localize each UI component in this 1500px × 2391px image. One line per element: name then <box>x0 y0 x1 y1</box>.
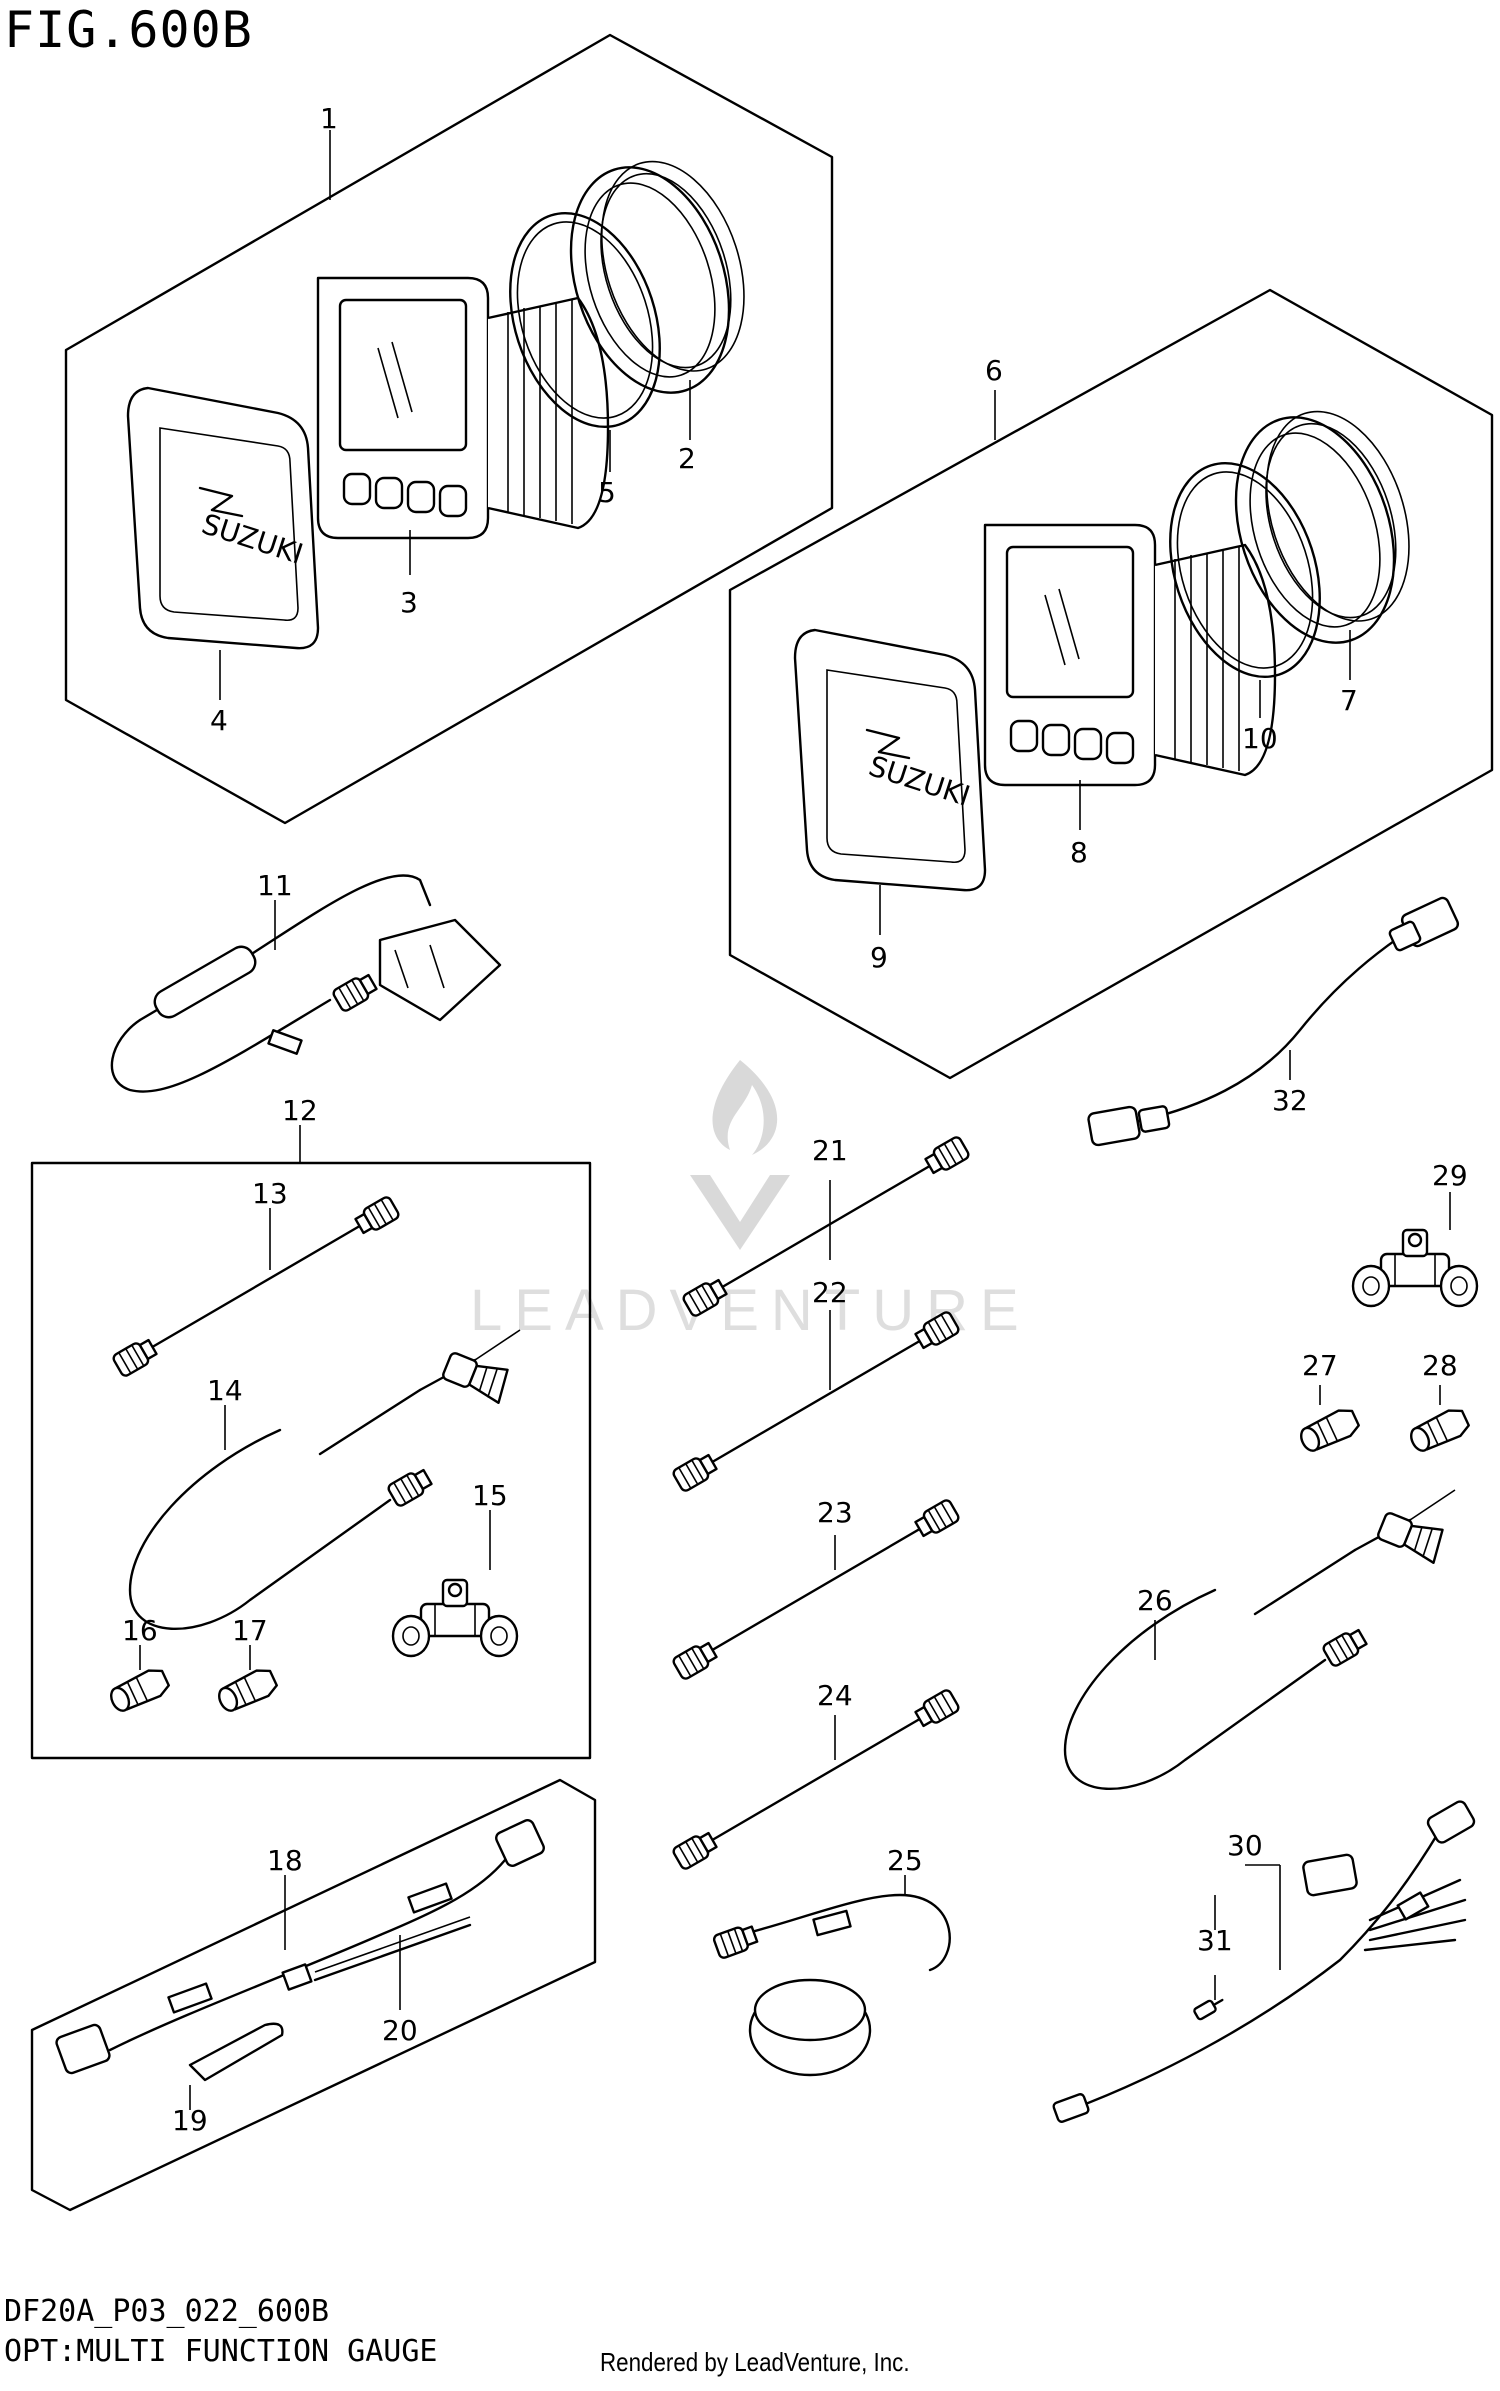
callout-8: 8 <box>1070 836 1088 869</box>
part-20-cable-tie <box>281 1916 472 1991</box>
part-16-terminator <box>105 1664 173 1717</box>
part-32-harness <box>1087 896 1460 1147</box>
part-15-tee-connector <box>391 1578 519 1658</box>
callout-11: 11 <box>257 869 293 902</box>
callout-28: 28 <box>1422 1349 1458 1382</box>
callout-26: 26 <box>1137 1584 1173 1617</box>
part-8-gauge <box>983 523 1277 787</box>
callout-labels: 1 2 3 4 5 6 7 8 9 10 11 12 13 14 15 16 1… <box>122 102 1468 2137</box>
part-3-gauge <box>316 276 610 540</box>
leader-lines <box>139 130 1451 2110</box>
callout-14: 14 <box>207 1374 243 1407</box>
callout-25: 25 <box>887 1844 923 1877</box>
callout-22: 22 <box>812 1276 848 1309</box>
callout-32: 32 <box>1272 1084 1308 1117</box>
group-1-frame <box>64 33 834 825</box>
callout-10: 10 <box>1242 722 1278 755</box>
part-31-pin <box>1193 1998 1224 2021</box>
callout-19: 19 <box>172 2104 208 2137</box>
callout-5: 5 <box>598 476 616 509</box>
callout-30: 30 <box>1227 1829 1263 1862</box>
part-4-cover: SUZUKI <box>126 386 320 650</box>
callout-29: 29 <box>1432 1159 1468 1192</box>
part-19-clip <box>188 2022 284 2082</box>
callout-24: 24 <box>817 1679 853 1712</box>
callout-7: 7 <box>1340 684 1358 717</box>
group-12-frame <box>30 1161 592 1760</box>
part-11-drop-cable <box>110 874 502 1093</box>
model-code: DF20A_P03_022_600B <box>4 2294 330 2329</box>
section-name: OPT:MULTI FUNCTION GAUGE <box>4 2334 438 2369</box>
callout-13: 13 <box>252 1177 288 1210</box>
part-26-power-cable <box>1065 1490 1455 1789</box>
part-17-terminator <box>213 1664 281 1717</box>
callout-31: 31 <box>1197 1924 1233 1957</box>
callout-12: 12 <box>282 1094 318 1127</box>
group-6-frame <box>728 288 1494 1080</box>
watermark: LEADVENTURE <box>470 1060 1019 1343</box>
callout-16: 16 <box>122 1614 158 1647</box>
part-29-tee-connector <box>1351 1228 1479 1308</box>
part-28-terminator <box>1405 1404 1473 1457</box>
callout-17: 17 <box>232 1614 268 1647</box>
group-18-frame <box>30 1778 597 2212</box>
part-27-terminator <box>1295 1404 1363 1457</box>
part-23-backbone-cable <box>672 1499 960 1681</box>
part-9-cover: SUZUKI <box>793 628 987 892</box>
callout-1: 1 <box>320 102 338 135</box>
callout-3: 3 <box>400 586 418 619</box>
callout-18: 18 <box>267 1844 303 1877</box>
figure-title: FIG.600B <box>4 1 253 59</box>
callout-15: 15 <box>472 1479 508 1512</box>
callout-21: 21 <box>812 1134 848 1167</box>
render-credit: Rendered by LeadVenture, Inc. <box>600 2347 910 2377</box>
callout-9: 9 <box>870 941 888 974</box>
callout-2: 2 <box>678 442 696 475</box>
part-25-sensor <box>711 1893 951 2077</box>
callout-6: 6 <box>985 354 1003 387</box>
part-18-harness <box>55 1819 545 2075</box>
callout-23: 23 <box>817 1496 853 1529</box>
part-13-backbone-cable <box>112 1196 400 1378</box>
callout-27: 27 <box>1302 1349 1338 1382</box>
callout-4: 4 <box>210 704 228 737</box>
part-30-harness <box>1052 1800 1476 2123</box>
callout-20: 20 <box>382 2014 418 2047</box>
